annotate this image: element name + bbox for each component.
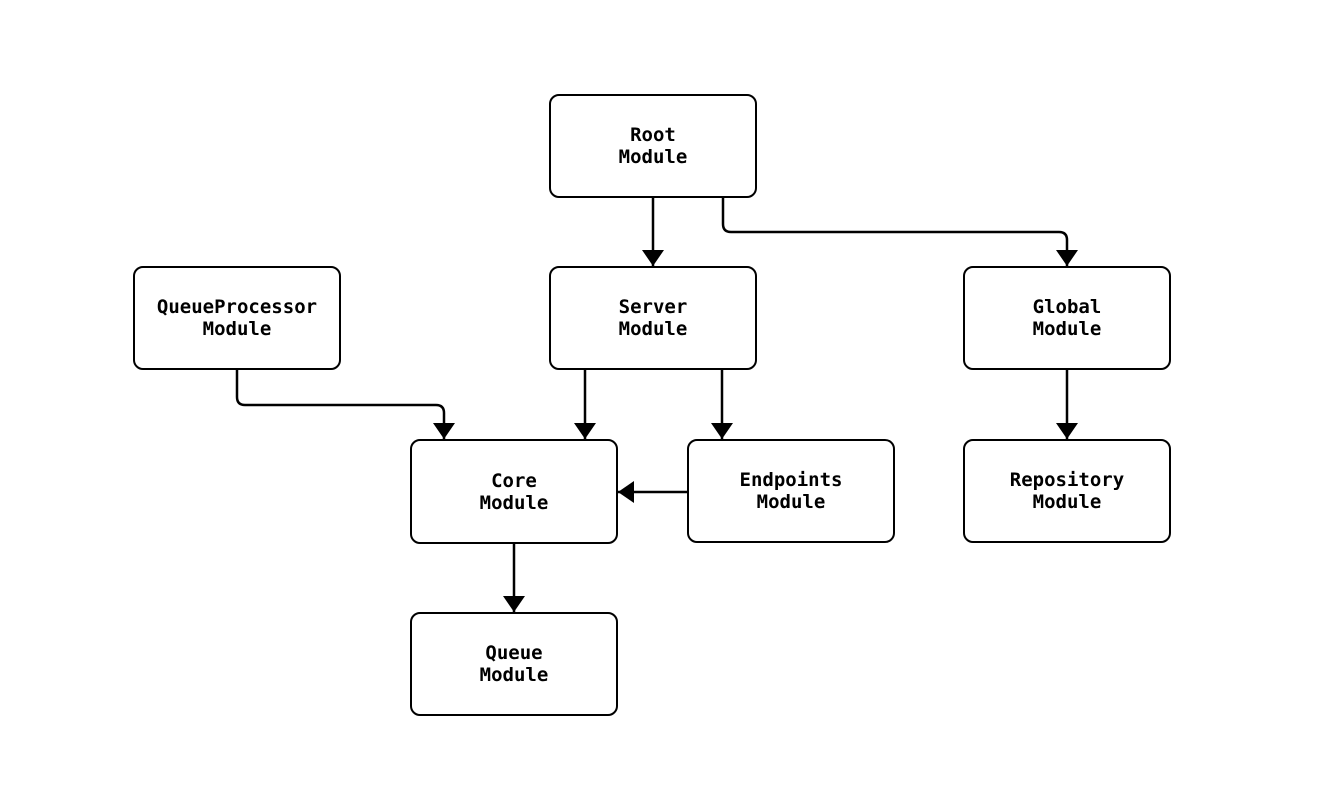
node-label-line: Root — [630, 124, 676, 146]
node-label-line: Server — [618, 296, 688, 318]
node-label-line: QueueProcessor — [156, 296, 318, 318]
node-label-line: Module — [202, 318, 272, 340]
node-label-line: Repository — [1009, 469, 1125, 491]
edge-root-to-global — [721, 198, 1078, 266]
node-label-line: Module — [618, 146, 688, 168]
node-label-line: Queue — [485, 642, 543, 664]
node-label-line: Module — [479, 491, 549, 514]
node-label-line: Module — [479, 664, 549, 686]
edge-queueprocessor-to-core — [235, 370, 455, 439]
node-label-line: Endpoints — [739, 469, 843, 491]
node-label-line: Module — [1032, 318, 1102, 340]
node-label-line: Module — [1032, 491, 1102, 513]
node-label-line: Core — [491, 469, 537, 492]
node-label-line: Module — [618, 318, 688, 340]
node-label-line: Module — [756, 491, 826, 513]
node-label-line: Global — [1032, 296, 1102, 318]
